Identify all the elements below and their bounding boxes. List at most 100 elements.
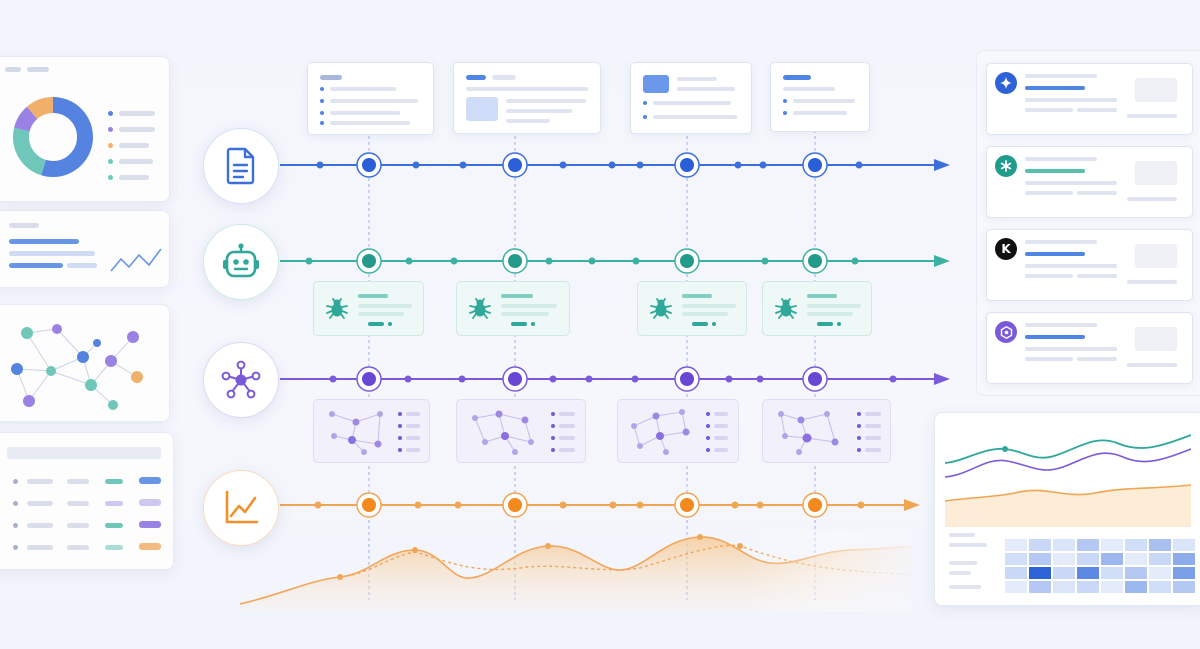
legend-bar xyxy=(559,436,575,440)
legend-dot xyxy=(108,111,113,116)
heatmap-label-bar xyxy=(949,543,987,547)
document-card[interactable] xyxy=(453,62,601,134)
bug-card[interactable] xyxy=(456,281,570,336)
model-accent-bar xyxy=(1025,335,1085,339)
model-line-bar xyxy=(1025,264,1117,268)
model-line-bar xyxy=(1077,274,1117,278)
row-bar xyxy=(27,479,53,484)
card-tag-bar xyxy=(368,322,384,326)
row-pill xyxy=(139,521,161,528)
row-bar xyxy=(27,545,53,550)
graph-card[interactable] xyxy=(313,399,430,463)
thumbnail-placeholder xyxy=(1135,78,1177,102)
row-bar xyxy=(27,523,53,528)
bug-card[interactable] xyxy=(313,281,424,336)
card-line-bar xyxy=(783,87,835,91)
legend-bar xyxy=(714,424,728,428)
legend-dot xyxy=(398,436,402,440)
area-fade xyxy=(240,530,912,612)
bug-icon xyxy=(650,298,672,319)
chart-track-icon[interactable] xyxy=(203,470,279,546)
card-line-bar xyxy=(501,304,557,308)
network-track-icon[interactable] xyxy=(203,342,279,418)
mini-network-graph xyxy=(329,411,383,455)
legend-bar xyxy=(559,424,575,428)
heatmap-label-bar xyxy=(949,585,981,589)
graph-card[interactable] xyxy=(456,399,586,463)
bug-card[interactable] xyxy=(637,281,747,336)
model-card[interactable] xyxy=(986,146,1193,218)
row-pill xyxy=(139,499,161,506)
legend-bar xyxy=(865,448,881,452)
card-line-bar xyxy=(330,87,396,91)
legend-dot xyxy=(551,448,555,452)
model-line-bar xyxy=(1025,181,1117,185)
model-line-bar xyxy=(1025,347,1117,351)
tag-dot xyxy=(531,322,535,326)
card-line-bar xyxy=(501,294,533,298)
row-bar xyxy=(27,501,53,506)
card-line-bar xyxy=(358,294,388,298)
card-line-bar xyxy=(506,109,572,113)
row-pill xyxy=(105,523,123,528)
card-line-bar xyxy=(506,119,550,123)
bullet-dot xyxy=(320,111,324,115)
bug-icon xyxy=(469,298,491,319)
legend-bar xyxy=(406,412,420,416)
model-line-bar xyxy=(1127,280,1177,284)
model-accent-bar xyxy=(1025,86,1085,90)
card-line-bar xyxy=(466,87,588,91)
card-line-bar xyxy=(793,99,855,103)
graph-card[interactable] xyxy=(617,399,739,463)
card-tag-bar xyxy=(817,322,833,326)
card-line-bar xyxy=(682,304,736,308)
card-title-bar xyxy=(320,75,342,80)
analytics-panel xyxy=(934,412,1200,606)
card-line-bar xyxy=(793,111,847,115)
card-title-bar xyxy=(492,75,516,80)
progress-bar xyxy=(67,263,97,268)
heatmap-label-bar xyxy=(949,533,975,537)
model-card[interactable] xyxy=(986,63,1193,135)
model-card[interactable]: K xyxy=(986,229,1193,301)
robot-track-icon[interactable] xyxy=(203,224,279,300)
legend-dot xyxy=(398,424,402,428)
sparkle-badge xyxy=(995,72,1017,94)
card-line-bar xyxy=(501,312,549,316)
legend-dot xyxy=(706,424,710,428)
document-card[interactable] xyxy=(630,62,752,134)
document-card[interactable] xyxy=(307,62,434,135)
document-card[interactable] xyxy=(770,62,870,132)
card-line-bar xyxy=(330,121,410,125)
card-line-bar xyxy=(506,99,586,103)
model-title-bar xyxy=(1025,74,1097,78)
k-logo-icon: K xyxy=(995,238,1017,260)
sparkle-icon xyxy=(1000,77,1012,89)
row-bar xyxy=(67,501,89,506)
thumbnail-placeholder xyxy=(1135,244,1177,268)
document-track-icon[interactable] xyxy=(203,128,279,204)
model-line-bar xyxy=(1127,363,1177,367)
donut-chart xyxy=(13,97,93,177)
asterisk-icon xyxy=(1000,160,1012,172)
card-line-bar xyxy=(807,304,861,308)
image-placeholder xyxy=(466,97,498,121)
bullet-dot xyxy=(320,87,324,91)
heatmap-label-bar xyxy=(949,561,977,565)
legend-dot xyxy=(108,143,113,148)
legend-bar xyxy=(714,436,728,440)
legend-bar xyxy=(119,143,149,148)
legend-bar xyxy=(865,412,881,416)
card-line-bar xyxy=(653,101,731,105)
legend-bar xyxy=(119,175,149,180)
model-line-bar xyxy=(1025,191,1073,195)
bug-card[interactable] xyxy=(762,281,872,336)
graph-card[interactable] xyxy=(762,399,891,463)
progress-label-bar xyxy=(9,223,39,228)
card-line-bar xyxy=(330,99,418,103)
model-card[interactable] xyxy=(986,312,1193,384)
orange-track xyxy=(280,492,920,518)
legend-bar xyxy=(865,424,881,428)
donut-chart-panel xyxy=(0,56,170,202)
model-accent-bar xyxy=(1025,169,1085,173)
